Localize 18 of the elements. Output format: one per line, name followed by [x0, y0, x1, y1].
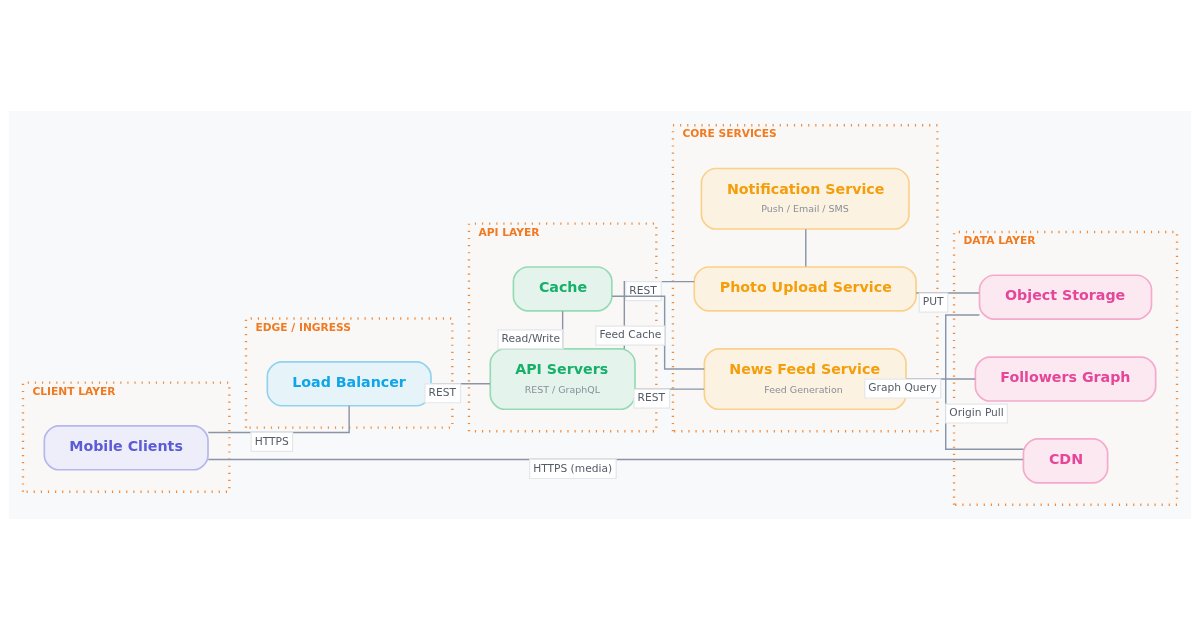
node-box: Mobile Clients [43, 425, 209, 471]
edge-label: Feed Cache [599, 328, 662, 342]
edge-label: PUT [922, 295, 944, 309]
connector [207, 458, 1024, 461]
connector [805, 228, 807, 268]
edge-label: Read/Write [501, 331, 561, 345]
edge-label: Origin Pull [949, 406, 1004, 420]
node-box: CDN [1022, 438, 1109, 484]
node-box: Object Storage [978, 274, 1153, 320]
edge-label: Graph Query [868, 381, 937, 395]
node-box: API Servers REST / GraphQL [489, 347, 636, 411]
edge-label: HTTPS (media) [533, 461, 613, 475]
node-box: Photo Upload Service [693, 266, 917, 312]
node-box: Followers Graph [974, 356, 1157, 402]
node-box: Notification Service Push / Email / SMS [700, 167, 910, 230]
edge-label: REST [629, 283, 657, 297]
node-box: Cache [512, 266, 613, 312]
edge-label: HTTPS [254, 434, 289, 448]
